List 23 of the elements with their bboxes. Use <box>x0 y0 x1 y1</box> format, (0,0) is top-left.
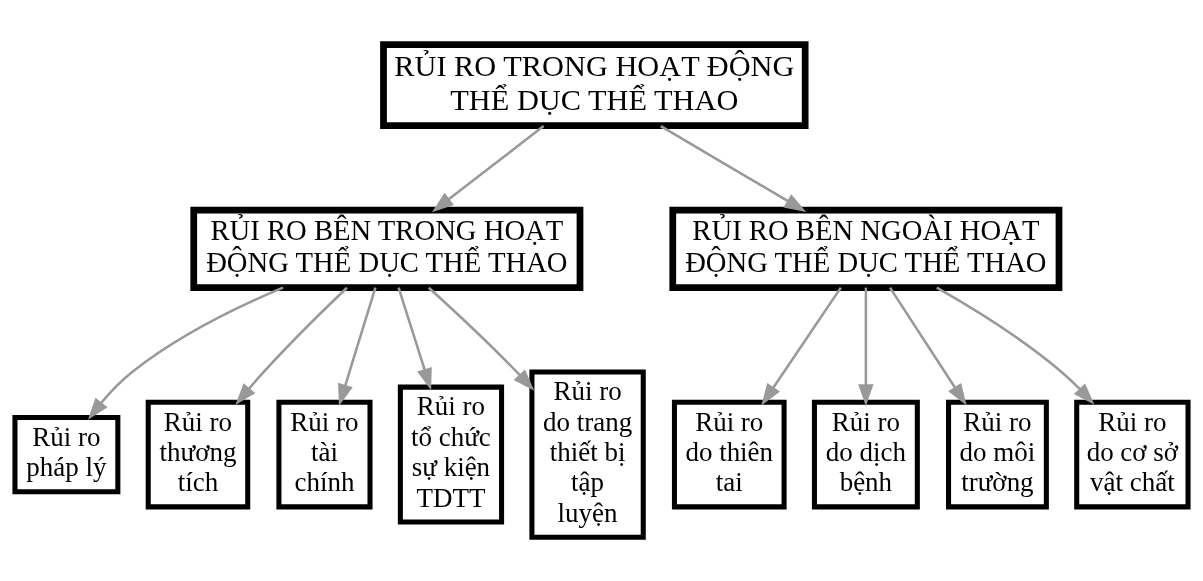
arrow <box>427 286 535 391</box>
node-box: Rủi ro do thiên tai <box>671 399 787 509</box>
arrow <box>888 286 967 405</box>
arrow <box>660 124 807 212</box>
arrow <box>338 286 377 406</box>
arrow <box>431 124 545 212</box>
node-box: RỦI RO BÊN TRONG HOẠT ĐỘNG THỂ DỤC THỂ THAO <box>190 206 584 291</box>
node-box: Rủi ro pháp lý <box>12 414 121 494</box>
arrow <box>858 287 874 406</box>
node-box: Rủi ro do môi trường <box>946 399 1049 509</box>
arrow <box>87 286 284 420</box>
node-box: RỦI RO TRONG HOẠT ĐỘNG THỂ DỤC THỂ THAO <box>380 40 809 129</box>
node-box: Rủi ro thương tích <box>145 399 251 509</box>
node-box: Rủi ro do trang thiết bị tập luyện <box>529 368 646 540</box>
node-box: Rủi ro do cơ sở vật chất <box>1074 399 1191 509</box>
node-box: RỦI RO BÊN NGOÀI HOẠT ĐỘNG THỂ DỤC THỂ THAO <box>669 206 1063 291</box>
arrow <box>936 286 1095 405</box>
arrow <box>397 286 432 390</box>
arrow <box>761 286 842 405</box>
node-box: Rủi ro tài chính <box>276 399 373 509</box>
node-box: Rủi ro do dịch bệnh <box>811 399 920 509</box>
node-box: Rủi ro tổ chức sự kiện TDTT <box>397 384 505 525</box>
arrow <box>235 286 348 405</box>
